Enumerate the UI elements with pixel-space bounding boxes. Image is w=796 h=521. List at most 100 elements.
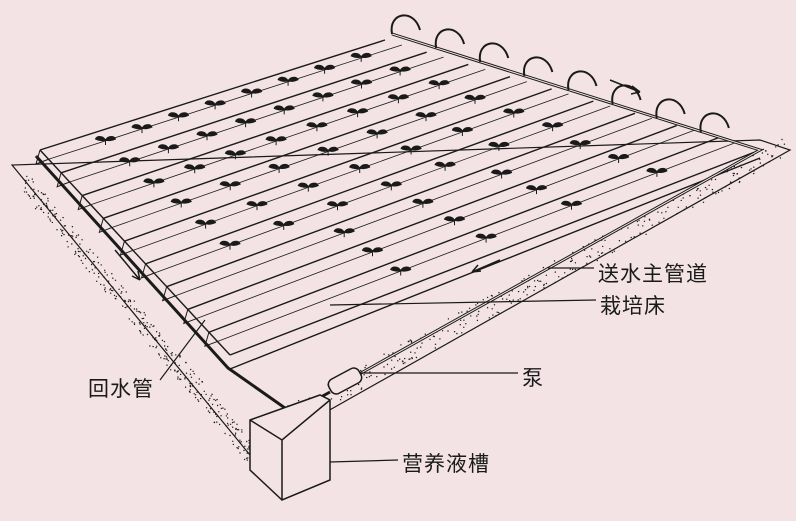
plant-leaves <box>298 183 318 192</box>
ground-dot <box>29 196 30 197</box>
ground-dot <box>533 290 534 291</box>
ground-dot <box>149 326 150 327</box>
ground-dot <box>700 190 701 191</box>
ground-dot <box>26 191 27 192</box>
ground-dot <box>712 192 713 193</box>
ground-dot <box>78 251 79 252</box>
ground-dot <box>43 212 44 213</box>
ground-dot <box>729 188 730 189</box>
ground-dot <box>492 314 493 315</box>
ground-dot <box>229 435 230 436</box>
ground-dot <box>520 298 521 299</box>
ground-dot <box>529 286 530 287</box>
ground-dot <box>101 264 102 265</box>
ground-dot <box>692 207 693 208</box>
ground-dot <box>435 347 436 348</box>
ground-dot <box>52 210 53 211</box>
plant-icon <box>196 220 216 229</box>
ground-dot <box>194 393 195 394</box>
ground-dot <box>625 241 626 242</box>
ground-dot <box>555 271 556 272</box>
ground-dot <box>79 243 80 244</box>
ground-dot <box>158 353 159 354</box>
ground-dot <box>219 424 220 425</box>
ground-dot <box>38 205 39 206</box>
plant-leaves <box>266 137 286 146</box>
ground-dot <box>534 280 535 281</box>
ground-dot <box>61 235 62 236</box>
ground-dot <box>614 251 615 252</box>
ground-dot <box>218 411 219 412</box>
ground-dot <box>414 352 415 353</box>
ground-dot <box>410 339 411 340</box>
ground-dot <box>232 422 233 423</box>
ground-dot <box>134 322 135 323</box>
ground-dot <box>604 240 605 241</box>
ground-dot <box>420 346 421 347</box>
ground-dot <box>32 178 33 179</box>
ground-dot <box>741 167 742 168</box>
ground-dot <box>159 332 160 333</box>
plant-icon <box>220 182 240 191</box>
plant-icon <box>144 179 164 188</box>
ground-dot <box>753 173 754 174</box>
ground-dot <box>93 252 94 253</box>
ground-dot <box>208 410 209 411</box>
ground-dot <box>492 308 493 309</box>
ground-dot <box>591 248 592 249</box>
ground-dot <box>366 377 367 378</box>
plant-icon <box>185 165 205 174</box>
ground-dot <box>175 362 176 363</box>
ground-dot <box>733 175 734 176</box>
ground-dot <box>410 352 411 353</box>
ground-outline <box>12 140 790 455</box>
ground-dot <box>498 312 499 313</box>
ground-dot <box>208 400 209 401</box>
ground-dot <box>122 305 123 306</box>
ground-dot <box>165 358 166 359</box>
ground-dot <box>602 246 603 247</box>
ground-dot <box>107 274 108 275</box>
ground-dot <box>658 222 659 223</box>
ground-dot <box>540 281 541 282</box>
ground-dot <box>239 452 240 453</box>
ground-dot <box>572 269 573 270</box>
ground-dot <box>461 332 462 333</box>
ground-dot <box>41 199 42 200</box>
ground-dot <box>383 354 384 355</box>
plant-icon <box>298 183 318 192</box>
ground-dot <box>649 219 650 220</box>
ground-dot <box>34 198 35 199</box>
ground-dot <box>105 291 106 292</box>
ground-dot <box>370 375 371 376</box>
ground-dot <box>586 256 587 257</box>
ground-dot <box>79 256 80 257</box>
ground-dot <box>168 360 169 361</box>
ground-dot <box>772 155 773 156</box>
ground-dot <box>79 251 80 252</box>
ground-dot <box>631 237 632 238</box>
ground-dot <box>476 315 477 316</box>
ground-dot <box>190 374 191 375</box>
supply-branch-loop <box>524 57 552 76</box>
ground-dot <box>201 394 202 395</box>
ground-dot <box>150 324 151 325</box>
ground-dot <box>639 233 640 234</box>
ground-dot <box>247 453 248 454</box>
ground-dot <box>192 371 193 372</box>
ground-dot <box>238 446 239 447</box>
ground-dot <box>143 322 144 323</box>
ground-dot <box>145 314 146 315</box>
ground-dot <box>126 306 127 307</box>
ground-dot <box>209 398 210 399</box>
ground-dot <box>683 197 684 198</box>
ground-dot <box>765 150 766 151</box>
ground-dot <box>609 248 610 249</box>
ground-dot <box>447 330 448 331</box>
ground-dot <box>62 233 63 234</box>
ground-dot <box>140 332 141 333</box>
ground-dot <box>71 235 72 236</box>
ground-dot <box>199 378 200 379</box>
ground-dot <box>232 419 233 420</box>
ground-dot <box>736 173 737 174</box>
